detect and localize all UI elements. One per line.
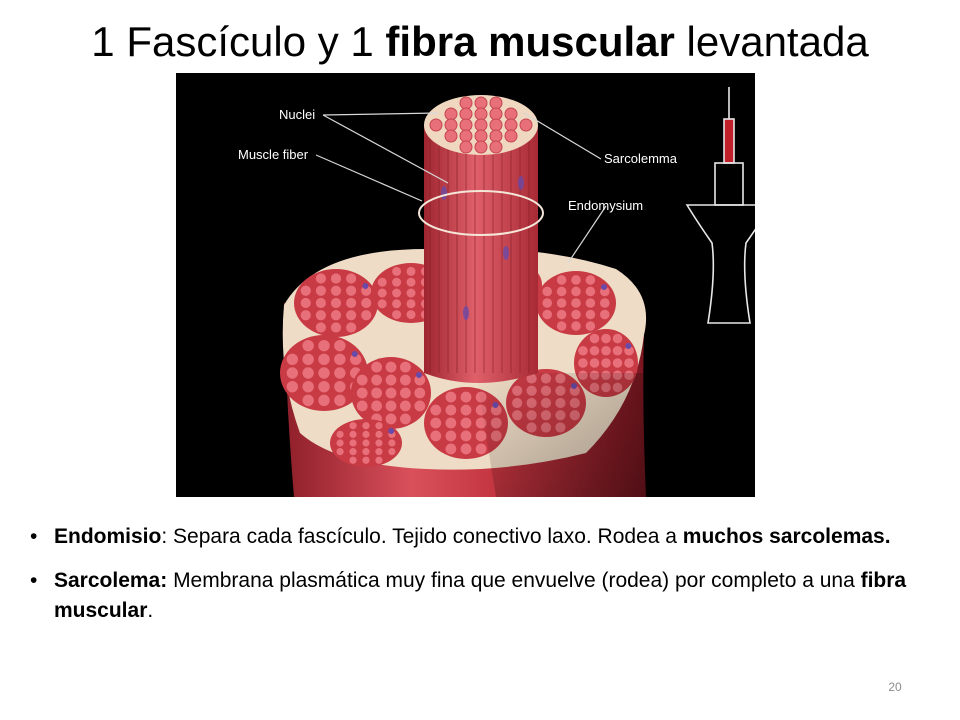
endomisio-bold: muchos sarcolemas.: [682, 525, 891, 548]
raised-muscle-fiber: [418, 95, 544, 383]
slide-number: 20: [888, 680, 902, 694]
term-endomisio: Endomisio: [54, 525, 162, 548]
muscle-fascicle-illustration: Nuclei Muscle fiber Sarcolemma Endomysiu…: [176, 73, 755, 497]
endomisio-text: Separa cada fascículo. Tejido conectivo …: [167, 525, 683, 548]
sarcolema-bold: fibra muscular: [54, 569, 907, 622]
title-part-2: levantada: [674, 18, 869, 65]
label-muscle-fiber: Muscle fiber: [238, 147, 309, 162]
title-part-1: 1 Fascículo y 1: [91, 18, 386, 65]
bullet-endomisio: Endomisio: Separa cada fascículo. Tejido…: [30, 522, 920, 552]
syringe-icon: [685, 87, 755, 324]
title-bold: fibra muscular: [385, 18, 675, 65]
fascicle-body: [280, 247, 647, 497]
label-endomysium: Endomysium: [568, 198, 643, 213]
slide-title: 1 Fascículo y 1 fibra muscular levantada: [0, 14, 960, 70]
bullet-list: Endomisio: Separa cada fascículo. Tejido…: [30, 522, 920, 640]
label-nuclei: Nuclei: [279, 107, 315, 122]
sarcolema-text: Membrana plasmática muy fina que envuelv…: [167, 569, 861, 592]
label-sarcolemma: Sarcolemma: [604, 151, 678, 166]
term-sarcolema: Sarcolema:: [54, 569, 168, 592]
bullet-sarcolema: Sarcolema: Membrana plasmática muy fina …: [30, 566, 920, 626]
